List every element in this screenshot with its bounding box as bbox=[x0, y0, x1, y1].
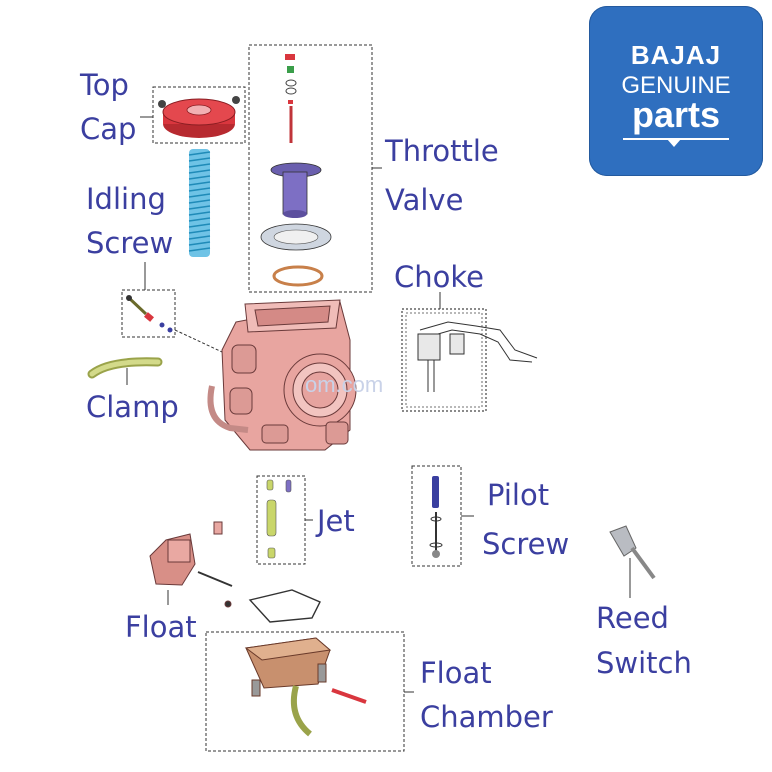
jet-parts bbox=[267, 480, 291, 558]
bajaj-genuine-parts-logo: BAJAJ GENUINE parts bbox=[589, 6, 763, 176]
label-top-cap-line2: Cap bbox=[80, 112, 136, 146]
gasket-part bbox=[250, 590, 320, 622]
top-cap-part bbox=[158, 96, 240, 138]
pilot-screw-part bbox=[430, 476, 442, 558]
label-reed-line1: Reed bbox=[596, 601, 669, 635]
logo-brand-text: BAJAJ bbox=[589, 40, 763, 71]
watermark-text: om.com bbox=[305, 372, 383, 398]
label-idling-line1: Idling bbox=[86, 182, 166, 216]
choke-box bbox=[402, 309, 486, 411]
spring-part bbox=[189, 149, 210, 257]
float-part bbox=[150, 522, 232, 607]
logo-parts-text: parts bbox=[589, 94, 763, 136]
label-float-chamber-line1: Float bbox=[420, 656, 492, 690]
reed-switch-part bbox=[610, 526, 654, 578]
label-top-cap-line1: Top bbox=[80, 68, 129, 102]
throttle-valve-parts bbox=[261, 54, 331, 285]
label-jet: Jet bbox=[317, 504, 355, 538]
label-pilot-line2: Screw bbox=[482, 527, 569, 561]
label-float: Float bbox=[125, 610, 197, 644]
label-throttle-line1: Throttle bbox=[385, 134, 499, 168]
label-reed-line2: Switch bbox=[596, 646, 692, 680]
label-choke: Choke bbox=[394, 260, 484, 294]
choke-part bbox=[418, 322, 537, 392]
idling-screw-part bbox=[126, 295, 173, 333]
logo-tick-icon bbox=[667, 139, 681, 147]
label-clamp: Clamp bbox=[86, 390, 179, 424]
label-throttle-line2: Valve bbox=[385, 183, 463, 217]
top-cap-screw-right bbox=[232, 96, 240, 104]
float-chamber-part bbox=[246, 638, 366, 734]
top-cap-screw-left bbox=[158, 100, 166, 108]
label-pilot-line1: Pilot bbox=[487, 478, 549, 512]
label-float-chamber-line2: Chamber bbox=[420, 700, 553, 734]
jet-box bbox=[257, 476, 305, 564]
label-idling-line2: Screw bbox=[86, 226, 173, 260]
